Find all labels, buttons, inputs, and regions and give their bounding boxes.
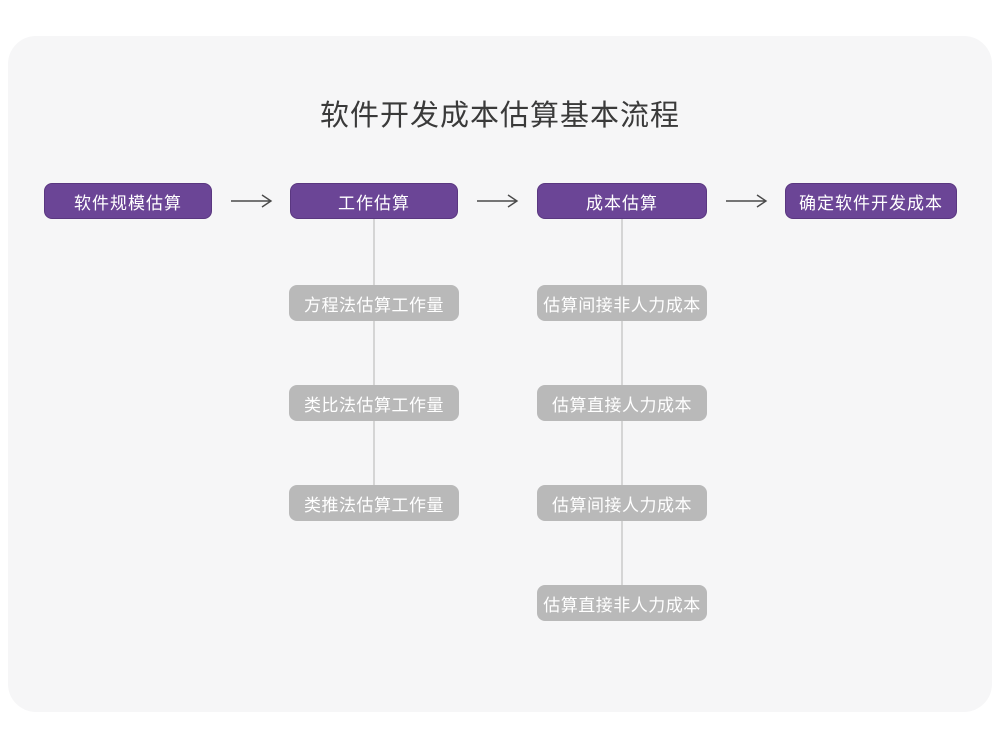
arrow-right-icon bbox=[477, 194, 519, 208]
connector-line-work-estimation bbox=[373, 219, 375, 490]
arrow-right-icon bbox=[231, 194, 273, 208]
stage-box-determine-development-cost: 确定软件开发成本 bbox=[785, 183, 957, 219]
substep-box-equation-method: 方程法估算工作量 bbox=[289, 285, 459, 321]
substep-box-indirect-nonlabor-cost: 估算间接非人力成本 bbox=[537, 285, 707, 321]
substep-box-extrapolation-method: 类推法估算工作量 bbox=[289, 485, 459, 521]
stage-box-cost-estimation: 成本估算 bbox=[537, 183, 707, 219]
stage-box-work-estimation: 工作估算 bbox=[290, 183, 458, 219]
substep-box-direct-labor-cost: 估算直接人力成本 bbox=[537, 385, 707, 421]
arrow-right-icon bbox=[726, 194, 768, 208]
flowchart-card bbox=[8, 36, 992, 712]
substep-box-direct-nonlabor-cost: 估算直接非人力成本 bbox=[537, 585, 707, 621]
substep-box-analogy-method: 类比法估算工作量 bbox=[289, 385, 459, 421]
page-title: 软件开发成本估算基本流程 bbox=[319, 100, 680, 132]
stage-box-software-scale-estimation: 软件规模估算 bbox=[44, 183, 212, 219]
substep-box-indirect-labor-cost: 估算间接人力成本 bbox=[537, 485, 707, 521]
